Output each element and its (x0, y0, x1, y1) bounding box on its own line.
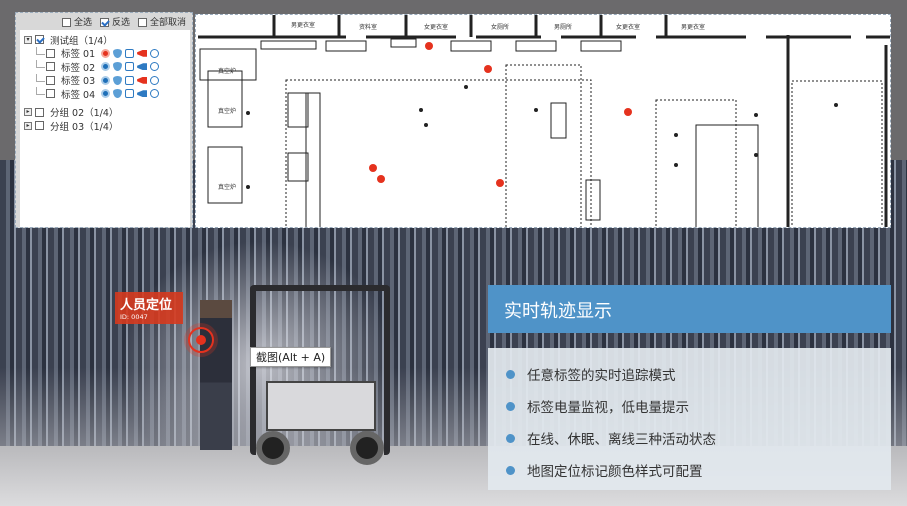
equipment-label: 真空炉 (218, 107, 236, 115)
feature-item: 在线、休眠、离线三种活动状态 (506, 422, 873, 454)
history-clock-icon[interactable] (150, 89, 160, 99)
room-label: 女更衣室 (424, 23, 448, 31)
tag-id: ID: 0047 (120, 313, 148, 321)
screenshot-tooltip: 截图(Alt + A) (250, 347, 332, 367)
location-markers (369, 42, 632, 187)
expand-toggle[interactable]: ▸ (24, 108, 32, 117)
location-marker[interactable] (369, 164, 377, 172)
room-label: 资料室 (359, 23, 377, 31)
shield-icon (113, 62, 123, 72)
tree-tag-item[interactable]: 标签 01 (24, 46, 186, 61)
user-icon (125, 89, 135, 99)
tag-checkbox[interactable] (46, 75, 55, 85)
tag-tree: ▾ 测试组（1/4） 标签 01 标签 02 标签 03 标签 04 ▸ 分组 02… (20, 30, 190, 227)
alarm-horn-icon[interactable] (137, 49, 148, 57)
feature-text: 地图定位标记颜色样式可配置 (527, 464, 703, 480)
group-checkbox[interactable] (35, 35, 44, 45)
tag-tree-panel: 全选 反选 全部取消 ▾ 测试组（1/4） 标签 01 标签 02 标签 03 标… (15, 12, 193, 228)
tag-label: 标签 01 (61, 49, 96, 61)
room-label: 男厕所 (554, 23, 572, 31)
history-clock-icon[interactable] (150, 62, 160, 72)
feature-item: 任意标签的实时追踪模式 (506, 358, 873, 390)
tag-title: 人员定位 (120, 298, 173, 313)
room-label: 女更衣室 (616, 23, 640, 31)
user-icon (125, 62, 135, 72)
status-icon (101, 62, 111, 72)
floor-plan-drawing: 男更衣室 资料室 女更衣室 女厕所 男厕所 女更衣室 男更衣室 真空炉 真空炉 … (198, 15, 890, 227)
feature-item: 标签电量监视，低电量提示 (506, 390, 873, 422)
history-clock-icon[interactable] (150, 75, 160, 85)
tag-label: 标签 02 (61, 62, 96, 74)
tree-tag-item[interactable]: 标签 02 (24, 60, 186, 74)
bullet-icon (506, 465, 515, 475)
floor-plan-map[interactable]: 男更衣室 资料室 女更衣室 女厕所 男厕所 女更衣室 男更衣室 真空炉 真空炉 … (195, 14, 891, 228)
equipment-label: 真空炉 (218, 183, 236, 191)
tree-tag-item[interactable]: 标签 04 (24, 87, 186, 101)
feature-text: 在线、休眠、离线三种活动状态 (527, 432, 716, 448)
group-checkbox[interactable] (35, 107, 44, 117)
location-marker[interactable] (425, 42, 433, 50)
tag-checkbox[interactable] (46, 62, 55, 72)
tree-group[interactable]: ▾ 测试组（1/4） (24, 33, 186, 47)
deselect-all-checkbox[interactable]: 全部取消 (137, 15, 186, 28)
tag-checkbox[interactable] (46, 89, 55, 99)
feature-item: 地图定位标记颜色样式可配置 (506, 454, 873, 486)
invert-selection-checkbox[interactable]: 反选 (99, 15, 130, 28)
tree-group[interactable]: ▸ 分组 03（1/4） (24, 119, 186, 133)
bullet-icon (506, 401, 515, 411)
tree-tag-item[interactable]: 标签 03 (24, 73, 186, 88)
status-icon (101, 48, 111, 58)
alarm-horn-icon[interactable] (137, 63, 148, 71)
feature-text: 任意标签的实时追踪模式 (527, 368, 676, 384)
select-all-checkbox[interactable]: 全选 (61, 15, 92, 28)
alarm-horn-icon[interactable] (137, 76, 148, 84)
bullet-icon (506, 369, 515, 379)
alarm-horn-icon[interactable] (137, 90, 148, 98)
shield-icon (113, 48, 123, 58)
select-all-label: 全选 (73, 18, 92, 28)
group-label: 分组 03（1/4） (50, 121, 119, 133)
feature-text: 标签电量监视，低电量提示 (527, 400, 689, 416)
status-icon (101, 75, 111, 85)
bullet-icon (506, 433, 515, 443)
group-checkbox[interactable] (35, 121, 44, 131)
features-title: 实时轨迹显示 (488, 285, 891, 333)
tree-toolbar: 全选 反选 全部取消 (16, 13, 192, 30)
tag-label: 标签 04 (61, 89, 96, 101)
user-icon (125, 75, 135, 85)
status-icon (101, 89, 111, 99)
worker-figure (200, 300, 232, 450)
shield-icon (113, 89, 123, 99)
user-icon (125, 48, 135, 58)
features-list: 任意标签的实时追踪模式 标签电量监视，低电量提示 在线、休眠、离线三种活动状态 … (488, 348, 891, 490)
location-ping-icon (188, 327, 214, 353)
invert-selection-label: 反选 (111, 18, 130, 28)
room-label: 男更衣室 (291, 21, 315, 29)
location-marker[interactable] (377, 175, 385, 183)
collapse-toggle[interactable]: ▾ (24, 35, 32, 44)
history-clock-icon[interactable] (150, 48, 160, 58)
location-marker[interactable] (624, 108, 632, 116)
room-label: 女厕所 (491, 23, 509, 31)
group-label: 分组 02（1/4） (50, 108, 119, 120)
tag-label: 标签 03 (61, 76, 96, 88)
tree-group[interactable]: ▸ 分组 02（1/4） (24, 106, 186, 120)
personnel-location-tag: 人员定位 ID: 0047 (115, 292, 183, 324)
expand-toggle[interactable]: ▸ (24, 121, 32, 130)
shield-icon (113, 75, 123, 85)
deselect-all-label: 全部取消 (149, 18, 186, 28)
tag-checkbox[interactable] (46, 48, 55, 58)
location-marker[interactable] (496, 179, 504, 187)
location-marker[interactable] (484, 65, 492, 73)
group-label: 测试组（1/4） (50, 35, 113, 47)
forklift-figure (250, 285, 390, 465)
room-label: 男更衣室 (681, 23, 705, 31)
